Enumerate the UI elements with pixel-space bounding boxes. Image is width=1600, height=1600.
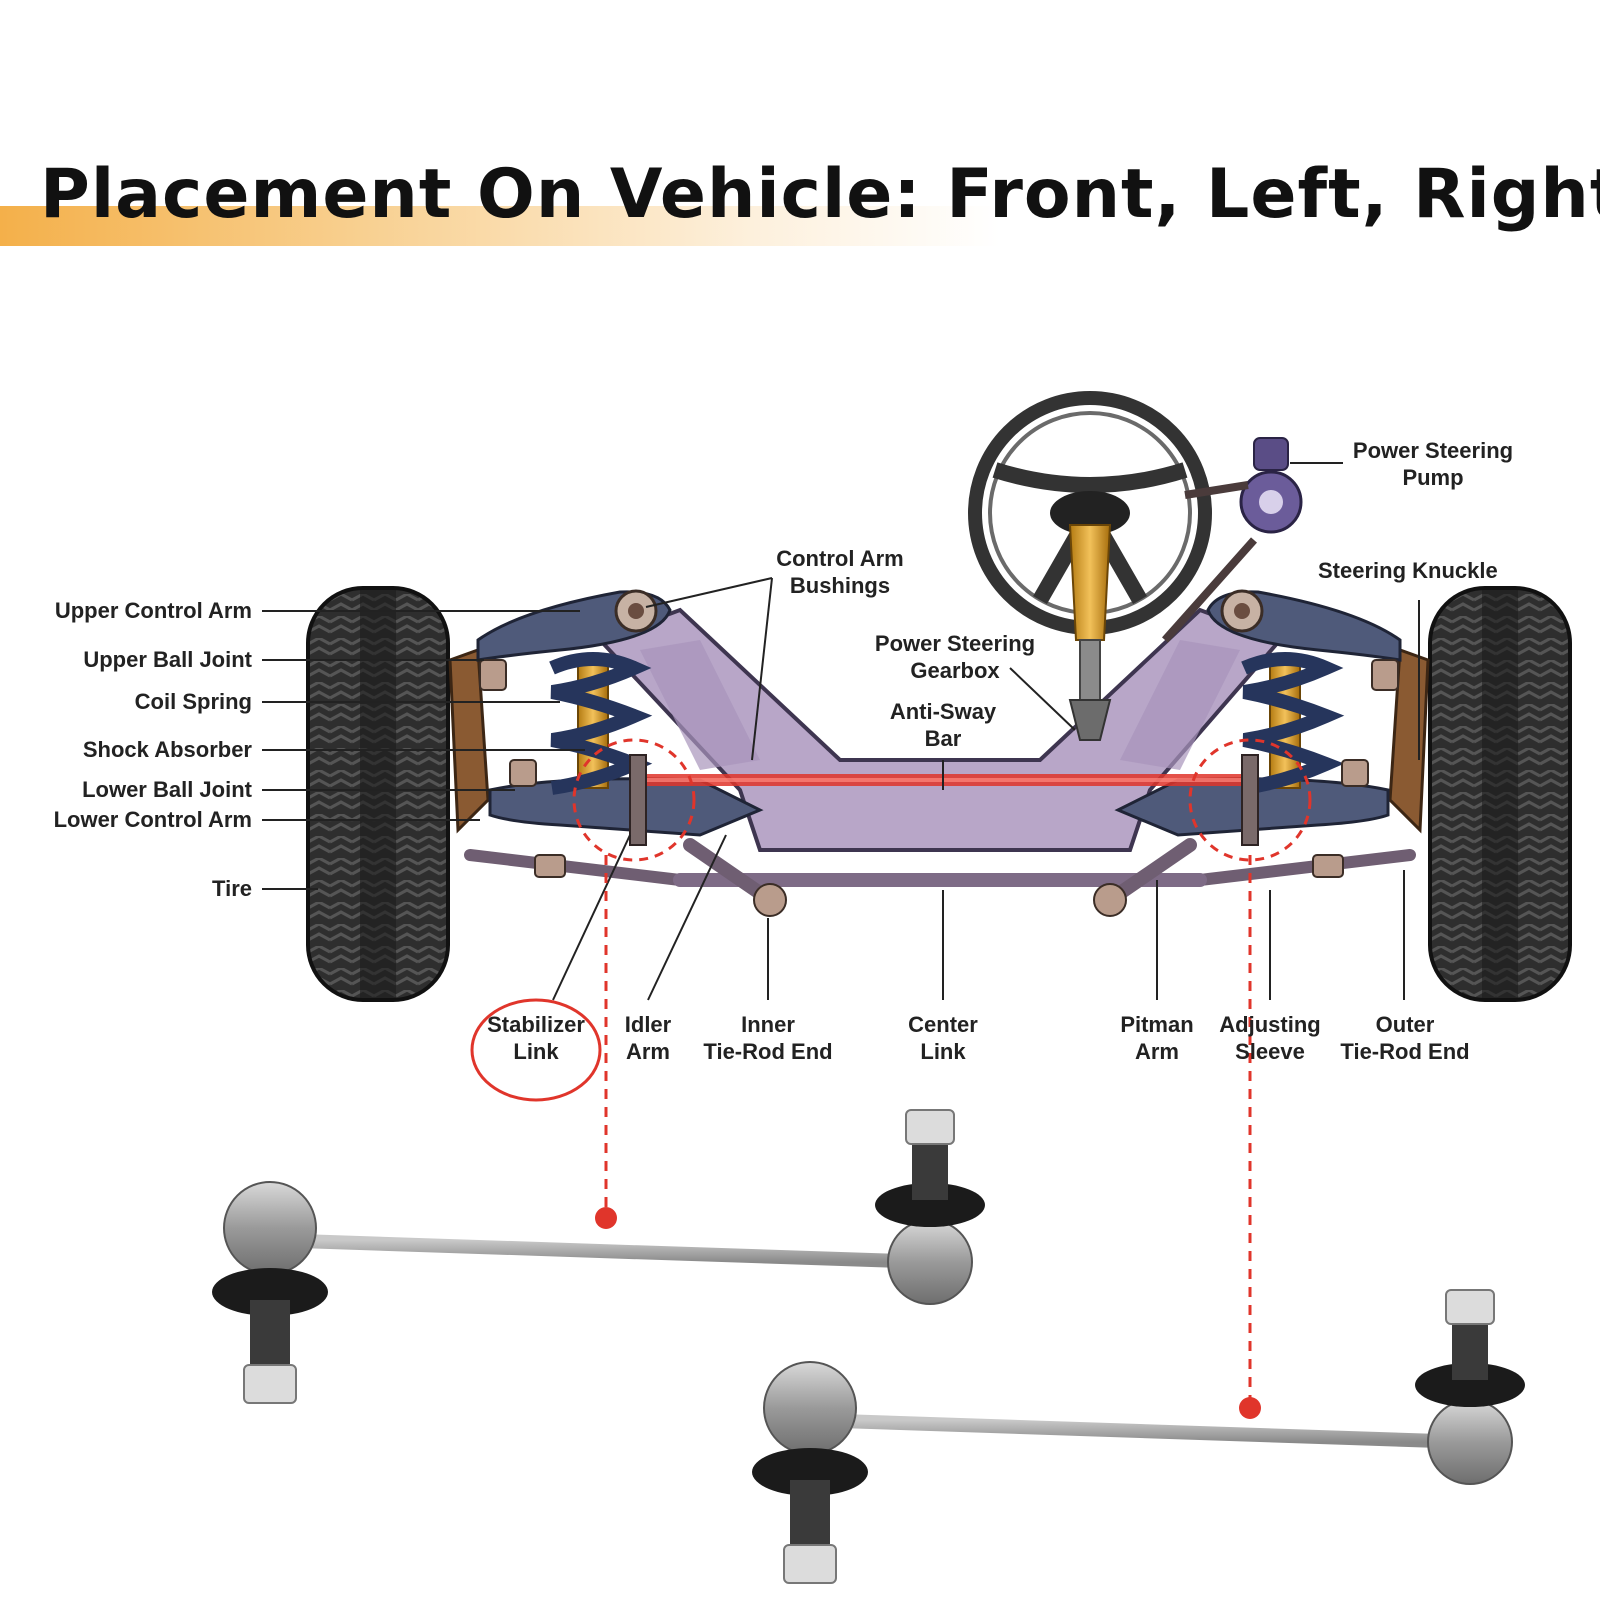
label-center-link-line1: Center <box>908 1012 978 1037</box>
label-power-steering-gearbox-line1: Power Steering <box>874 631 1036 656</box>
label-adjusting-sleeve-line1: Adjusting <box>1219 1012 1321 1037</box>
label-center-link: Center Link <box>888 1011 998 1065</box>
label-stabilizer-link-line2: Link <box>513 1039 559 1064</box>
label-lower-control-arm: Lower Control Arm <box>53 807 252 832</box>
label-adjusting-sleeve-line2: Sleeve <box>1235 1039 1305 1064</box>
label-upper-ball-joint: Upper Ball Joint <box>83 647 252 672</box>
label-inner-tie-rod-end: Inner Tie-Rod End <box>688 1011 848 1065</box>
product-stabilizer-link-1 <box>212 1109 985 1404</box>
label-steering-knuckle: Steering Knuckle <box>1318 558 1498 583</box>
label-inner-tie-rod-end-line2: Tie-Rod End <box>703 1039 833 1064</box>
label-stabilizer-link: Stabilizer Link <box>476 1011 596 1065</box>
tire-right <box>1428 586 1572 1002</box>
tire-left <box>306 586 450 1002</box>
label-power-steering-pump-line2: Pump <box>1402 465 1464 490</box>
label-shock-absorber: Shock Absorber <box>82 737 252 762</box>
label-pitman-arm-line1: Pitman <box>1120 1012 1194 1037</box>
label-pitman-arm-line2: Arm <box>1134 1039 1179 1064</box>
page-title: Placement On Vehicle: Front, Left, Right <box>40 155 1600 234</box>
label-idler-arm-line2: Arm <box>625 1039 670 1064</box>
label-control-arm-bushings-line2: Bushings <box>789 573 891 598</box>
label-control-arm-bushings-line1: Control Arm <box>776 546 904 571</box>
label-power-steering-pump-line1: Power Steering <box>1352 438 1514 463</box>
label-anti-sway-bar: Anti-Sway Bar <box>873 698 1013 752</box>
product-stabilizer-link-2 <box>752 1289 1525 1584</box>
title-accent-bar <box>0 206 1000 246</box>
label-inner-tie-rod-end-line1: Inner <box>741 1012 795 1037</box>
label-power-steering-pump: Power Steering Pump <box>1333 437 1533 491</box>
label-upper-control-arm: Upper Control Arm <box>54 598 252 623</box>
label-power-steering-gearbox-line2: Gearbox <box>910 658 1000 683</box>
label-anti-sway-bar-line1: Anti-Sway <box>889 699 997 724</box>
label-tire: Tire <box>212 876 252 901</box>
label-pitman-arm: Pitman Arm <box>1102 1011 1212 1065</box>
label-coil-spring: Coil Spring <box>134 689 252 714</box>
label-control-arm-bushings: Control Arm Bushings <box>740 545 940 599</box>
label-outer-tie-rod-end: Outer Tie-Rod End <box>1320 1011 1490 1065</box>
label-stabilizer-link-line1: Stabilizer <box>487 1012 585 1037</box>
coil-spring-right <box>1241 652 1345 795</box>
power-steering-pump <box>1162 437 1303 643</box>
label-outer-tie-rod-end-line2: Tie-Rod End <box>1340 1039 1470 1064</box>
label-outer-tie-rod-end-line1: Outer <box>1375 1012 1435 1037</box>
label-lower-ball-joint: Lower Ball Joint <box>82 777 252 802</box>
coil-spring-left <box>549 652 653 795</box>
label-power-steering-gearbox: Power Steering Gearbox <box>850 630 1060 684</box>
label-adjusting-sleeve: Adjusting Sleeve <box>1205 1011 1335 1065</box>
label-idler-arm-line1: Idler <box>624 1012 672 1037</box>
label-anti-sway-bar-line2: Bar <box>924 726 962 751</box>
label-center-link-line2: Link <box>920 1039 966 1064</box>
label-idler-arm: Idler Arm <box>610 1011 686 1065</box>
